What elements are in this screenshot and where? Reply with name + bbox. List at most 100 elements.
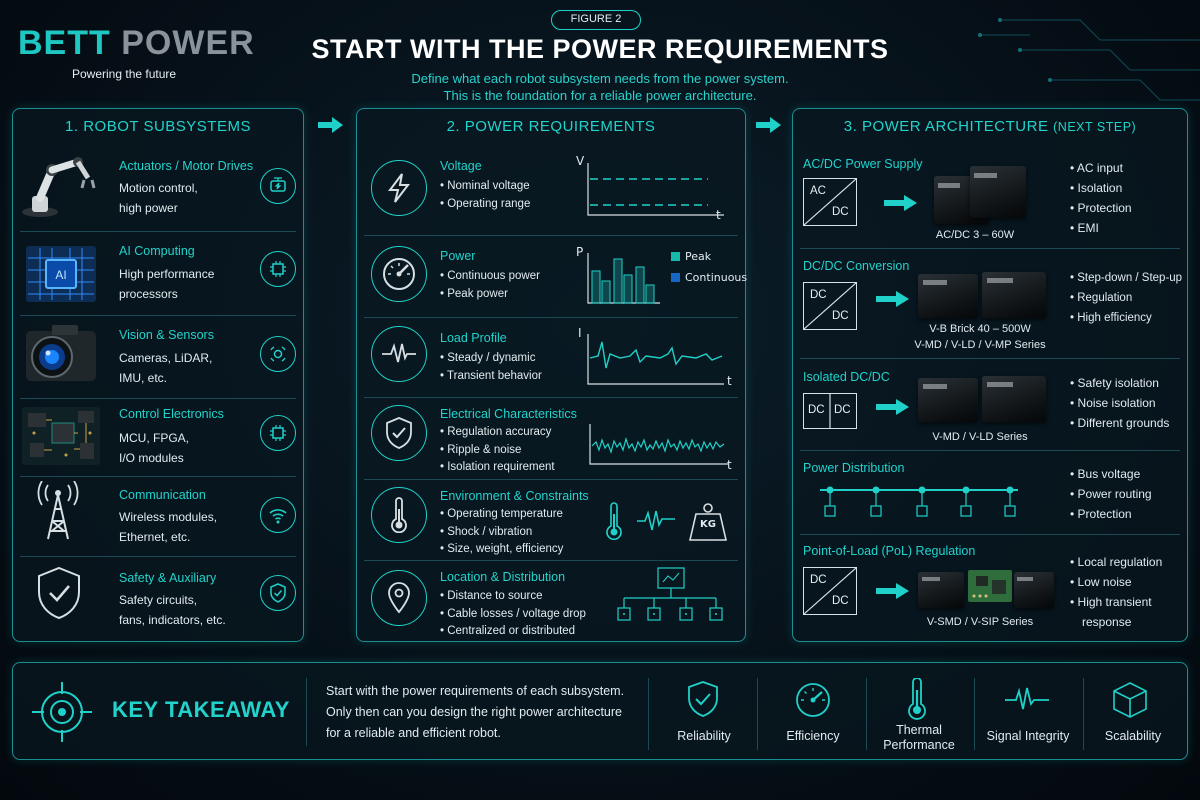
pol-symbol-box: DC DC [803,567,857,615]
bullet: Shock / vibration [440,524,563,542]
subtitle-line-2: This is the foundation for a reliable po… [443,88,757,103]
arrow-right-icon [876,291,909,307]
bullet: Protection [1070,198,1132,218]
lightning-icon [371,160,427,216]
bullet: Different grounds [1070,413,1170,433]
architecture-title-acdc: AC/DC Power Supply [803,157,923,171]
thermometer-icon [908,678,926,720]
thermometer-icon [606,502,622,541]
wifi-icon [260,497,296,533]
sensor-icon [260,336,296,372]
architecture-bullets-acdc: AC input Isolation Protection EMI [1070,158,1132,238]
svg-text:AI: AI [55,268,66,282]
motor-icon [260,168,296,204]
architecture-caption-acdc: AC/DC 3 – 60W [935,229,1015,241]
divider [364,397,738,398]
subsystem-desc-line: Safety circuits, [119,593,198,607]
subsystem-title-safety: Safety & Auxiliary [119,571,217,585]
logo-text-power: POWER [110,24,255,62]
chip-icon [260,415,296,451]
cube-icon [1113,682,1147,718]
requirement-bullets-load-profile: Steady / dynamic Transient behavior [440,350,542,385]
load-graph-x-label: t [727,374,732,388]
bullet: Centralized or distributed [440,623,586,641]
architecture-bullets-distribution: Bus voltage Power routing Protection [1070,464,1152,524]
bullet: Cable losses / voltage drop [440,606,586,624]
shield-check-icon [34,565,84,621]
bullet: Distance to source [440,588,586,606]
bullet: Low noise [1070,572,1162,592]
subsystem-title-control: Control Electronics [119,407,224,421]
architecture-title-distribution: Power Distribution [803,461,905,475]
requirement-title-power: Power [440,249,476,263]
bullet: Noise isolation [1070,393,1169,413]
subsystem-desc-ai: High performance processors [119,264,214,304]
requirement-bullets-environment: Operating temperature Shock / vibration … [440,506,563,559]
pol-pcb-module-image [968,570,1012,602]
waveform-icon [1005,687,1049,710]
divider [20,315,296,316]
box-label-left: DC [808,404,825,416]
architecture-caption-dcdc: V-B Brick 40 – 500W [929,323,1031,335]
flow-arrow-1 [318,117,343,133]
power-graph-y-label: P [576,245,584,259]
requirement-title-electrical: Electrical Characteristics [440,407,577,421]
vibration-icon [637,510,675,531]
bullet: Local regulation [1070,552,1163,572]
legend-label-continuous: Continuous [685,271,748,284]
takeaway-item-thermal-line2: Performance [883,738,955,752]
camera-icon [22,321,100,391]
circuit-board-icon [20,403,102,469]
vertical-separator [306,678,307,746]
waveform-icon [371,326,427,382]
bullet: Safety isolation [1070,373,1169,393]
power-bus-diagram [820,486,1018,517]
bullet: High transient [1070,592,1162,612]
dcdc-symbol-box: DC DC [803,282,857,330]
acdc-module-image [970,166,1026,218]
bullet: Nominal voltage [440,178,530,196]
bullet: Transient behavior [440,368,542,386]
divider [800,534,1180,535]
acdc-symbol-box: AC DC [803,178,857,226]
subsystem-desc-line: Motion control, [119,181,198,195]
subsystem-desc-line: fans, indicators, etc. [119,613,226,627]
ripple-noise-graph [589,424,728,465]
subsystem-title-actuators: Actuators / Motor Drives [119,159,254,173]
legend-swatch-peak [671,252,680,261]
bullet: AC input [1070,158,1132,178]
key-takeaway-text: Start with the power requirements of eac… [326,681,624,744]
requirement-bullets-electrical: Regulation accuracy Ripple & noise Isola… [440,424,554,477]
antenna-tower-icon [30,480,86,541]
page-subtitle: Define what each robot subsystem needs f… [300,70,900,104]
ripple-graph-x-label: t [727,458,732,472]
weight-label: KG [700,519,716,530]
robot-arm-icon [18,148,100,220]
shield-check-icon [371,405,427,461]
architecture-caption-pol: V-SMD / V-SIP Series [926,616,1034,628]
load-profile-graph [587,334,724,385]
box-label-right: DC [834,404,851,416]
power-graph [587,253,660,304]
weight-icon [688,503,728,541]
requirement-title-load-profile: Load Profile [440,331,507,345]
bullet: Peak power [440,286,540,304]
vertical-separator [648,678,649,750]
flow-arrow-2 [756,117,781,133]
takeaway-item-signal-integrity: Signal Integrity [986,729,1070,743]
target-icon [32,682,92,742]
architecture-bullets-pol: Local regulation Low noise High transien… [1070,552,1163,632]
vertical-separator [974,678,975,750]
architecture-title-isolated: Isolated DC/DC [803,370,890,384]
takeaway-text-line: for a reliable and efficient robot. [326,726,501,740]
bullet: Isolation [1070,178,1132,198]
isolated-symbol-box: DC DC [803,393,857,429]
box-label-top: DC [810,574,827,586]
pol-module-image [1014,572,1054,608]
requirement-bullets-voltage: Nominal voltage Operating range [440,178,530,213]
circuit-decoration [978,18,1200,101]
takeaway-item-thermal: Thermal Performance [870,723,968,753]
divider [20,231,296,232]
pol-module-image [918,572,964,608]
subtitle-line-1: Define what each robot subsystem needs f… [411,71,789,86]
